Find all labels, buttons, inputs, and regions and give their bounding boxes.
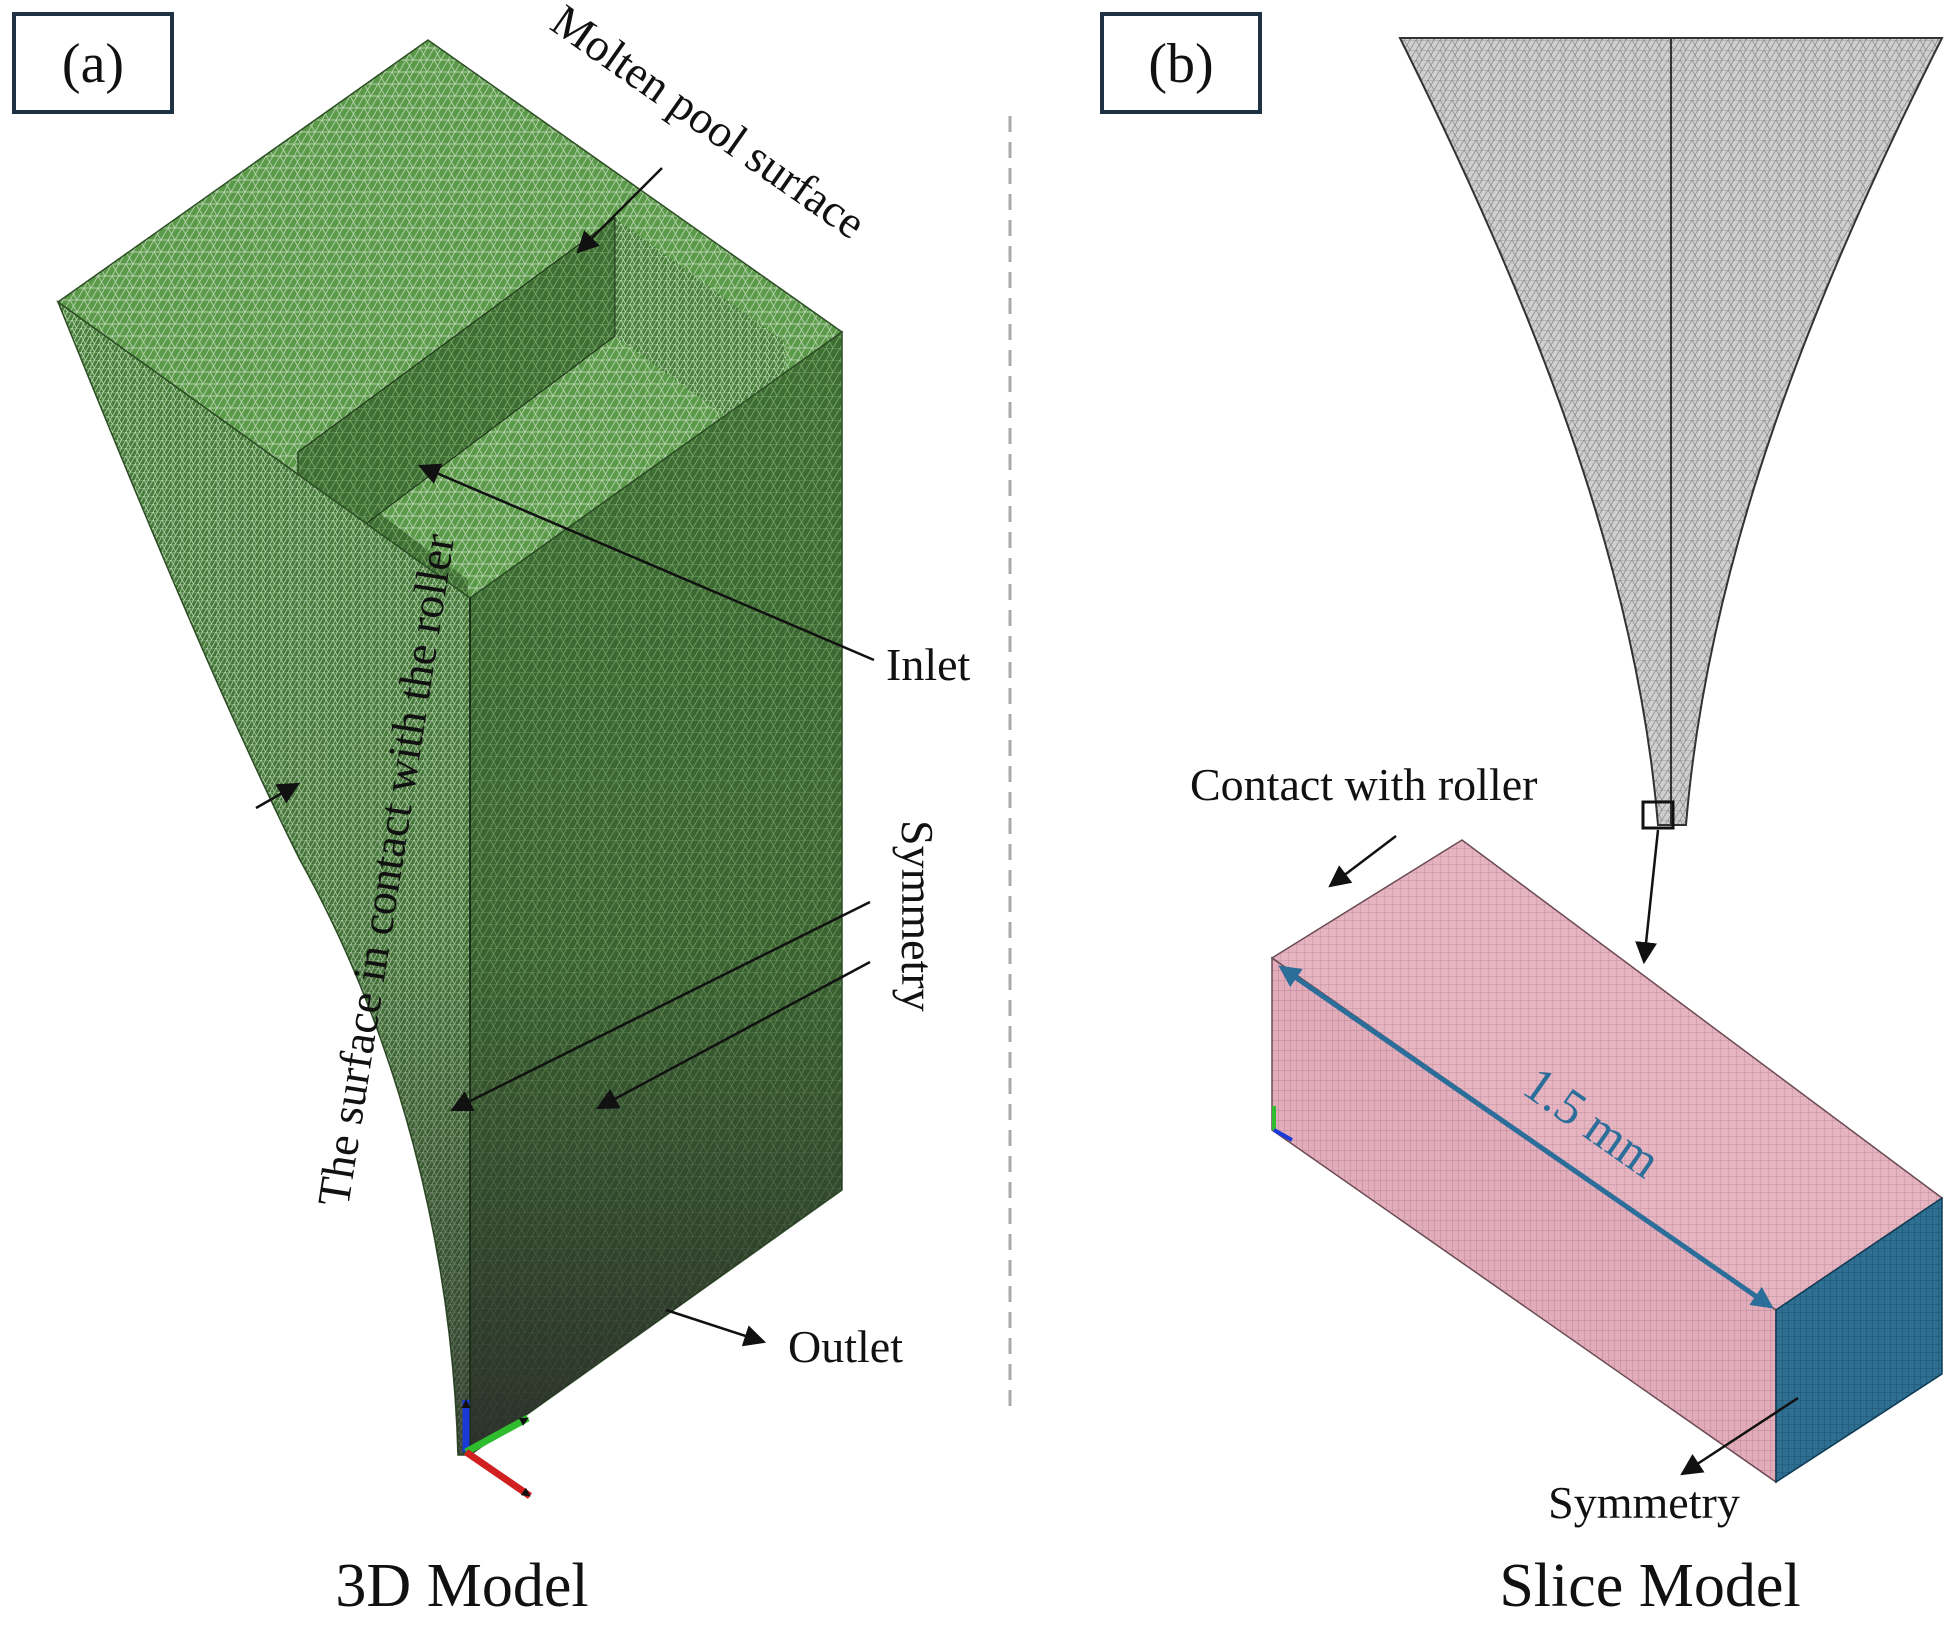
contact-with-roller-label: Contact with roller xyxy=(1190,759,1537,810)
inlet-back-wall xyxy=(298,218,785,575)
panel-a-caption: 3D Model xyxy=(335,1552,588,1620)
coordinate-triad xyxy=(461,1399,532,1499)
axis-x-arrow-icon xyxy=(464,1449,532,1499)
panel-b-label: (b) xyxy=(1148,33,1213,95)
inlet-arrow xyxy=(417,463,875,662)
symmetry-a-label: Symmetry xyxy=(892,820,943,1012)
panel-a: (a) Molten pool surface Inl xyxy=(12,0,971,1620)
symmetry-b-label: Symmetry xyxy=(1548,1477,1740,1528)
molten-pool-arrow xyxy=(576,167,663,254)
slice-symmetry-face xyxy=(1775,1196,1943,1484)
panel-b: (b) 1.5 mm Contact with roller Symmetry … xyxy=(1100,12,1944,1620)
symmetry-arrow-2 xyxy=(596,960,871,1110)
axis-y-arrow-icon xyxy=(464,1414,530,1456)
symmetry-arrow-1 xyxy=(450,900,871,1112)
panel-b-label-box xyxy=(1100,12,1262,114)
dimension-arrow xyxy=(1278,965,1774,1309)
symmetry-b-arrow xyxy=(1680,1396,1799,1476)
outlet-arrow xyxy=(665,1308,767,1347)
outlet-label: Outlet xyxy=(788,1321,903,1372)
zoom-region-box xyxy=(1641,800,1675,830)
3d-mesh-model xyxy=(56,39,844,1457)
panel-b-caption: Slice Model xyxy=(1499,1552,1800,1620)
contact-with-roller-arrow xyxy=(1328,835,1397,888)
zoom-arrow xyxy=(1635,829,1660,965)
inlet-label: Inlet xyxy=(886,639,971,690)
roller-surface-arrow xyxy=(255,782,300,810)
panel-a-label-box xyxy=(12,12,174,114)
panel-a-label: (a) xyxy=(62,33,124,95)
